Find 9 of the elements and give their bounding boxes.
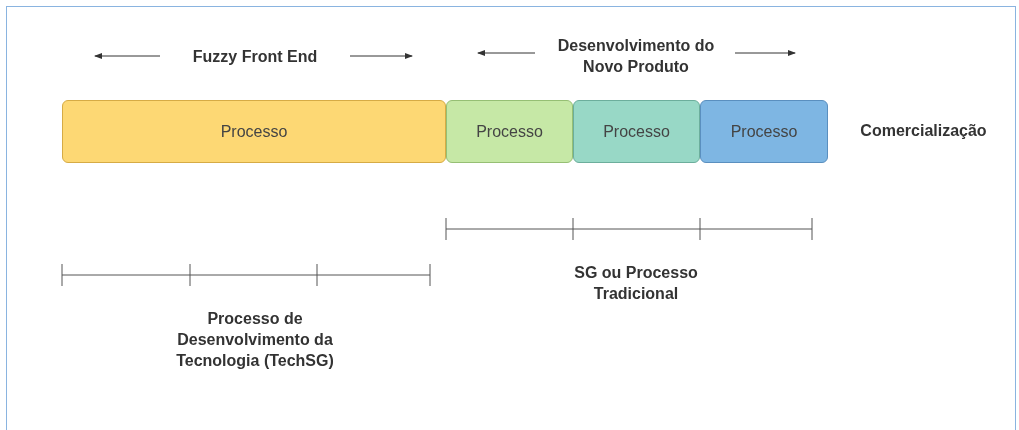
stage-label: Comercialização bbox=[859, 121, 988, 141]
scale-label: Processo de Desenvolvimento da Tecnologia (TechSG) bbox=[175, 309, 335, 371]
process-box: Processo bbox=[700, 100, 828, 163]
process-box: Processo bbox=[62, 100, 446, 163]
scale-label: SG ou Processo Tradicional bbox=[573, 263, 699, 304]
phase-label: Fuzzy Front End bbox=[191, 47, 319, 67]
phase-label: Desenvolvimento do Novo Produto bbox=[556, 36, 716, 77]
process-box: Processo bbox=[573, 100, 700, 163]
process-box: Processo bbox=[446, 100, 573, 163]
